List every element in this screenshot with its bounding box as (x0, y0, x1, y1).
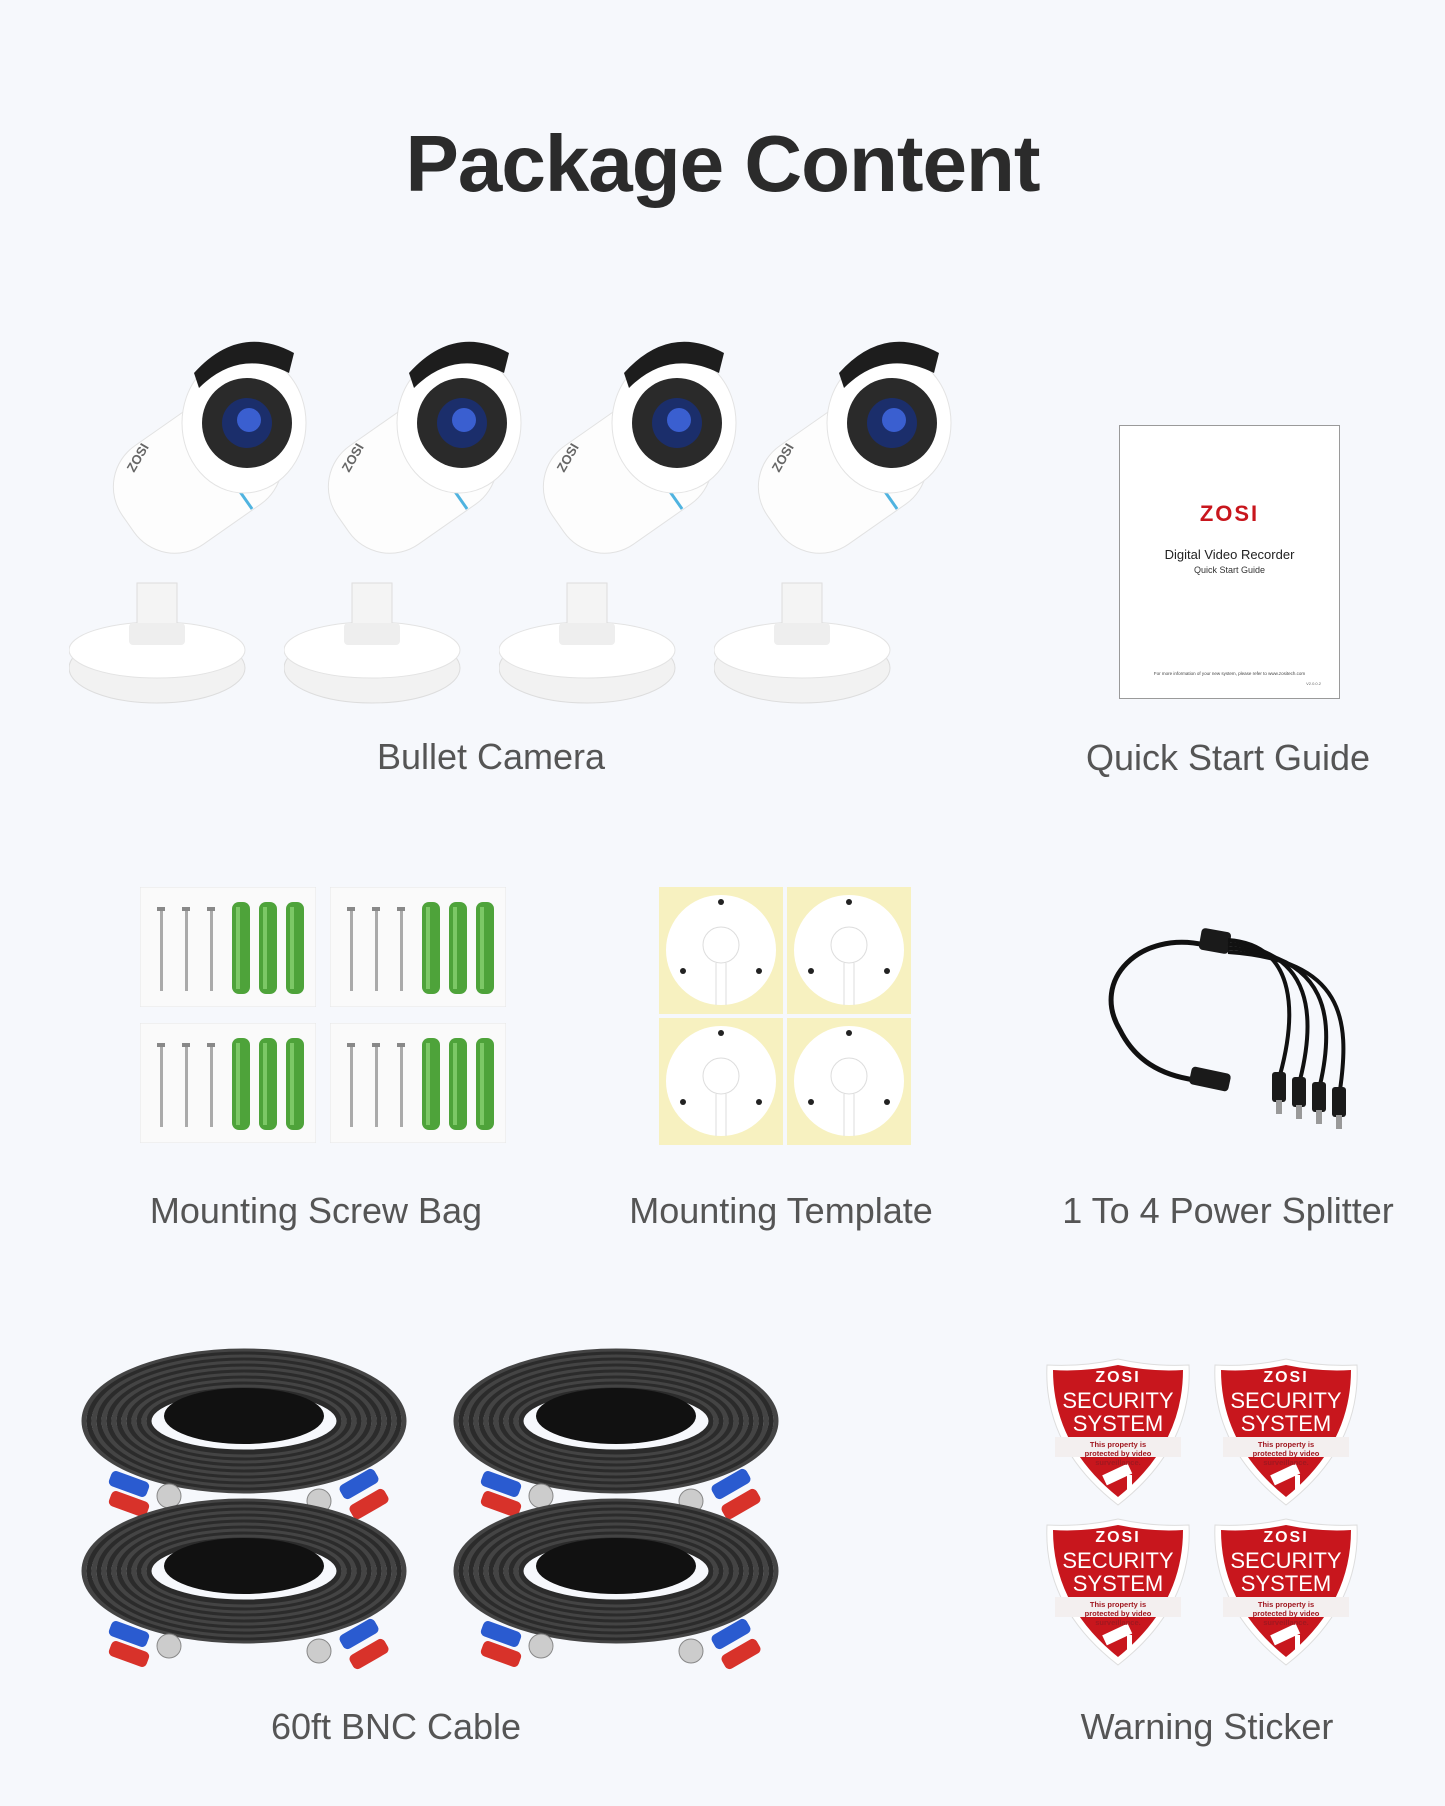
bullet-camera: ZOSI (283, 328, 524, 708)
mounting-screw-bag-image (140, 887, 510, 1147)
bullet-camera: ZOSI (498, 328, 739, 708)
warning-sticker-label: Warning Sticker (1080, 1706, 1334, 1747)
power-splitter-image (1108, 928, 1346, 1129)
guide-brand-logo: ZOSI (1199, 501, 1260, 526)
mounting-template-label: Mounting Template (629, 1190, 933, 1231)
sticker-notice: This property is protected by video surv… (1252, 1600, 1320, 1627)
power-splitter-label: 1 To 4 Power Splitter (1062, 1190, 1394, 1231)
bnc-cable-coil (453, 1348, 779, 1520)
bullet-camera-label: Bullet Camera (376, 736, 606, 777)
screw-bag (140, 887, 316, 1007)
sticker-notice: This property is protected by video surv… (1084, 1600, 1152, 1627)
screw-bag (330, 1023, 506, 1143)
quick-start-guide-image: ZOSI Digital Video Recorder Quick Start … (1119, 425, 1340, 699)
template-sheet (659, 1018, 783, 1145)
guide-title: Digital Video Recorder (1164, 547, 1295, 562)
screw-bag (330, 887, 506, 1007)
sticker-brand: ZOSI (1095, 1369, 1141, 1386)
guide-footer: For more information of your new system,… (1153, 671, 1306, 676)
bullet-camera: ZOSI (713, 328, 954, 708)
page-title: Package Content (405, 119, 1040, 208)
bnc-cable-coil (453, 1498, 779, 1670)
sticker-brand: ZOSI (1095, 1529, 1141, 1546)
quick-start-guide-label: Quick Start Guide (1085, 737, 1371, 778)
mounting-screw-bag-label: Mounting Screw Bag (149, 1190, 483, 1231)
template-sheet (659, 887, 783, 1014)
template-sheet (787, 1018, 911, 1145)
template-sheet (787, 887, 911, 1014)
bnc-cable-coil (81, 1498, 407, 1670)
bnc-cable-image (69, 1336, 799, 1681)
sticker-notice: This property is protected by video surv… (1084, 1440, 1152, 1467)
guide-subtitle: Quick Start Guide (1193, 565, 1266, 575)
bnc-cable-label: 60ft BNC Cable (270, 1706, 522, 1747)
guide-version: V2.0.0.2 (1306, 681, 1321, 686)
mounting-template-image (659, 887, 911, 1145)
sticker-brand: ZOSI (1263, 1529, 1309, 1546)
sticker-notice: This property is protected by video surv… (1252, 1440, 1320, 1467)
bullet-camera: ZOSI (68, 328, 309, 708)
sticker-brand: ZOSI (1263, 1369, 1309, 1386)
screw-bag (140, 1023, 316, 1143)
